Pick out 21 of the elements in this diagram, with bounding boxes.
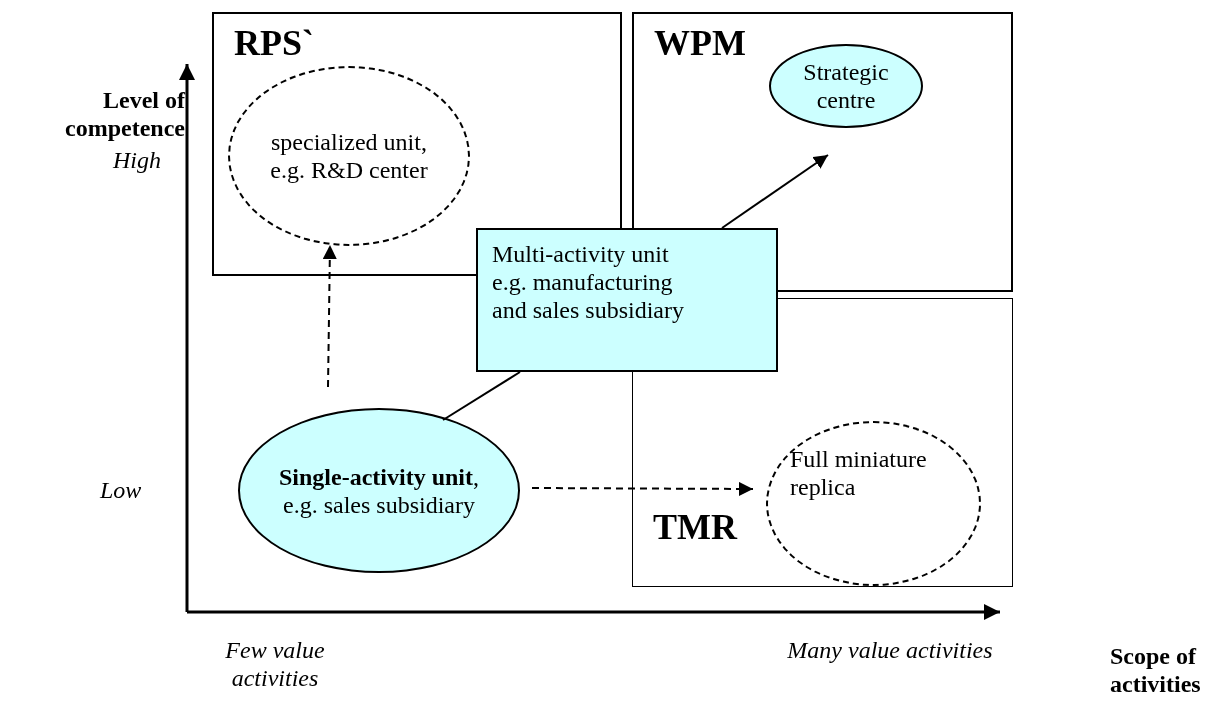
process-box [476,228,778,372]
axis-tick-label: Many value activities [786,636,994,664]
node-label: Strategic centre [802,58,890,114]
axis-tick-label: High [113,146,162,174]
axis-title: Level of competence [64,86,185,142]
connector-line [442,371,521,421]
node-label: Full miniature replica [790,445,928,501]
quadrant-title: RPS` [234,22,314,64]
dashed-ellipse [766,421,981,586]
quadrant-title: TMR [653,506,737,548]
axis-title: Scope of activities [1110,642,1202,698]
node-label: specialized unit, e.g. R&D center [269,128,429,184]
axis-tick-label: Low [100,476,143,504]
arrow [721,154,829,229]
arrow [531,481,754,496]
quadrant-title: WPM [654,22,746,64]
node-label: Multi-activity unit e.g. manufacturing and sales subsidiary [492,240,685,324]
dashed-ellipse [228,66,470,246]
arrow [322,244,337,388]
node-label: Single-activity unit, e.g. sales subsidiary [278,462,480,519]
axis-tick-label: Few value activities [224,636,326,692]
